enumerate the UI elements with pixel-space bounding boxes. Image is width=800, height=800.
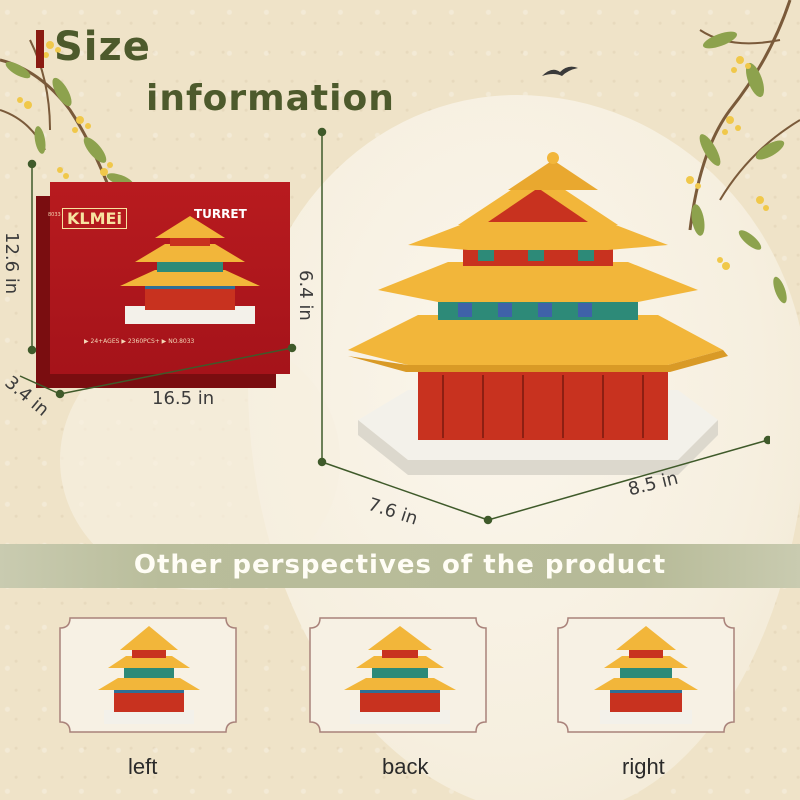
view-label-back: back	[382, 754, 429, 779]
view-frame-right	[552, 612, 740, 738]
package-height-label: 12.6 in	[1, 232, 22, 295]
view-label-left: left	[128, 754, 158, 779]
decorative-frame-icon	[59, 617, 237, 733]
package-brand-logo: KLMEi	[62, 208, 127, 229]
decorative-frame-icon	[557, 617, 735, 733]
flower-branch-right-icon	[686, 0, 800, 304]
package-width-label: 16.5 in	[152, 388, 215, 409]
decorative-frame-icon	[309, 617, 487, 733]
view-label-right: right	[622, 754, 665, 779]
page-title: Size	[54, 24, 151, 70]
page-subtitle: information	[146, 78, 395, 119]
view-frame-back	[304, 612, 492, 738]
package-box-side	[36, 196, 50, 388]
model-dimension-lines	[317, 127, 770, 525]
view-frame-left	[54, 612, 242, 738]
turret-model-image-icon	[348, 152, 728, 475]
package-turret-image-icon	[120, 216, 260, 324]
package-side-label: 8033	[48, 212, 61, 218]
model-height-label: 6.4 in	[295, 270, 316, 321]
package-dimension-lines	[19, 159, 297, 399]
package-info-text: ▶ 24+AGES ▶ 2360PCS+ ▶ NO.8033	[84, 338, 195, 345]
perspectives-band	[0, 544, 800, 588]
perspectives-heading: Other perspectives of the product	[133, 550, 667, 580]
title-accent-bar	[36, 30, 44, 68]
swallow-bird-icon	[542, 66, 578, 76]
package-product-name: TURRET	[194, 207, 247, 221]
